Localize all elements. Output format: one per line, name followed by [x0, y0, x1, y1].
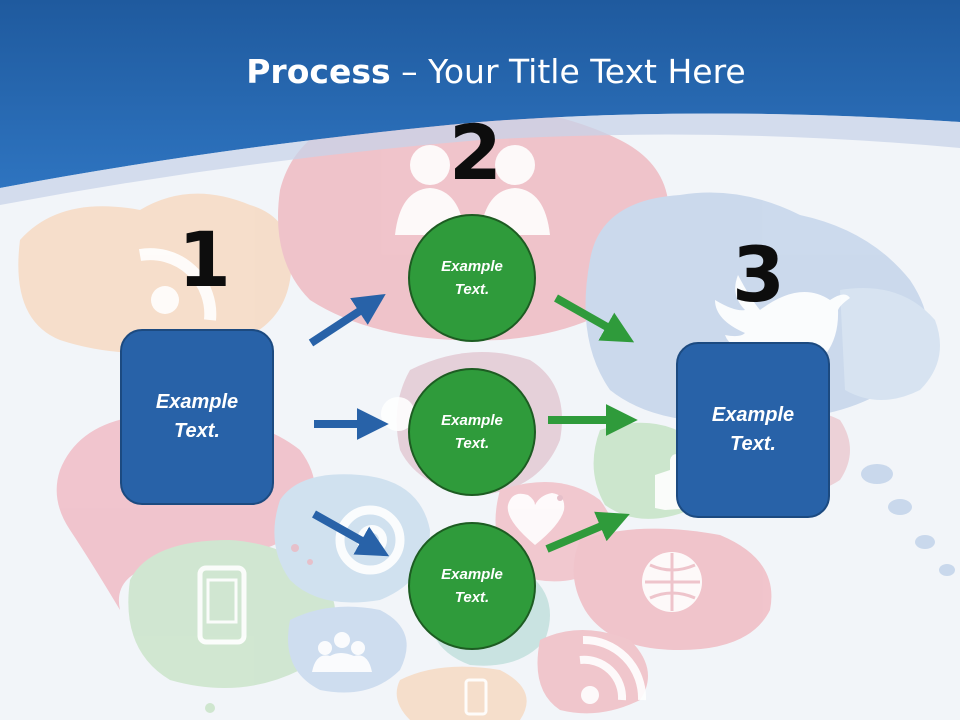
step-circle-middle: Example Text. [408, 368, 536, 496]
speech-bubble-green [128, 540, 336, 688]
speech-bubble-orange-bottom [396, 666, 527, 720]
center-dot [381, 397, 415, 431]
step-number-3: 3 [732, 230, 785, 319]
speech-bubble-lightblue [840, 288, 940, 400]
step-circle-middle-label: Example Text. [441, 412, 503, 452]
speech-bubble-orange [18, 193, 292, 354]
header-band [0, 0, 960, 188]
group-icon [312, 632, 372, 672]
globe-icon [642, 552, 702, 612]
step-box-1-label: Example Text. [155, 391, 239, 442]
slide-title: Process – Your Title Text Here [0, 52, 960, 91]
phone-icon [197, 565, 247, 645]
step-number-2: 2 [449, 108, 502, 197]
step-box-1: Example Text. [120, 329, 274, 505]
title-bold: Process [246, 52, 391, 91]
heart-icon [507, 493, 565, 545]
header-curve-accent [0, 113, 960, 205]
arrow-green-down [554, 294, 635, 343]
step-circle-bottom: Example Text. [408, 522, 536, 650]
arrow-blue-up [308, 293, 386, 347]
rss-icon [579, 635, 647, 704]
step-circle-top: Example Text. [408, 214, 536, 342]
step-circle-top-label: Example Text. [441, 258, 503, 298]
step-number-1: 1 [178, 215, 231, 304]
arrow-blue-down [312, 510, 390, 557]
thought-dots [861, 464, 955, 576]
rss-icon [138, 248, 217, 321]
title-rest: – Your Title Text Here [390, 52, 746, 91]
step-circle-bottom-label: Example Text. [441, 566, 503, 606]
arrow-green-up [545, 511, 630, 553]
step-box-3-label: Example Text. [711, 404, 795, 455]
phone-small-icon [464, 678, 488, 716]
small-dots [205, 495, 563, 713]
step-box-3: Example Text. [676, 342, 830, 518]
